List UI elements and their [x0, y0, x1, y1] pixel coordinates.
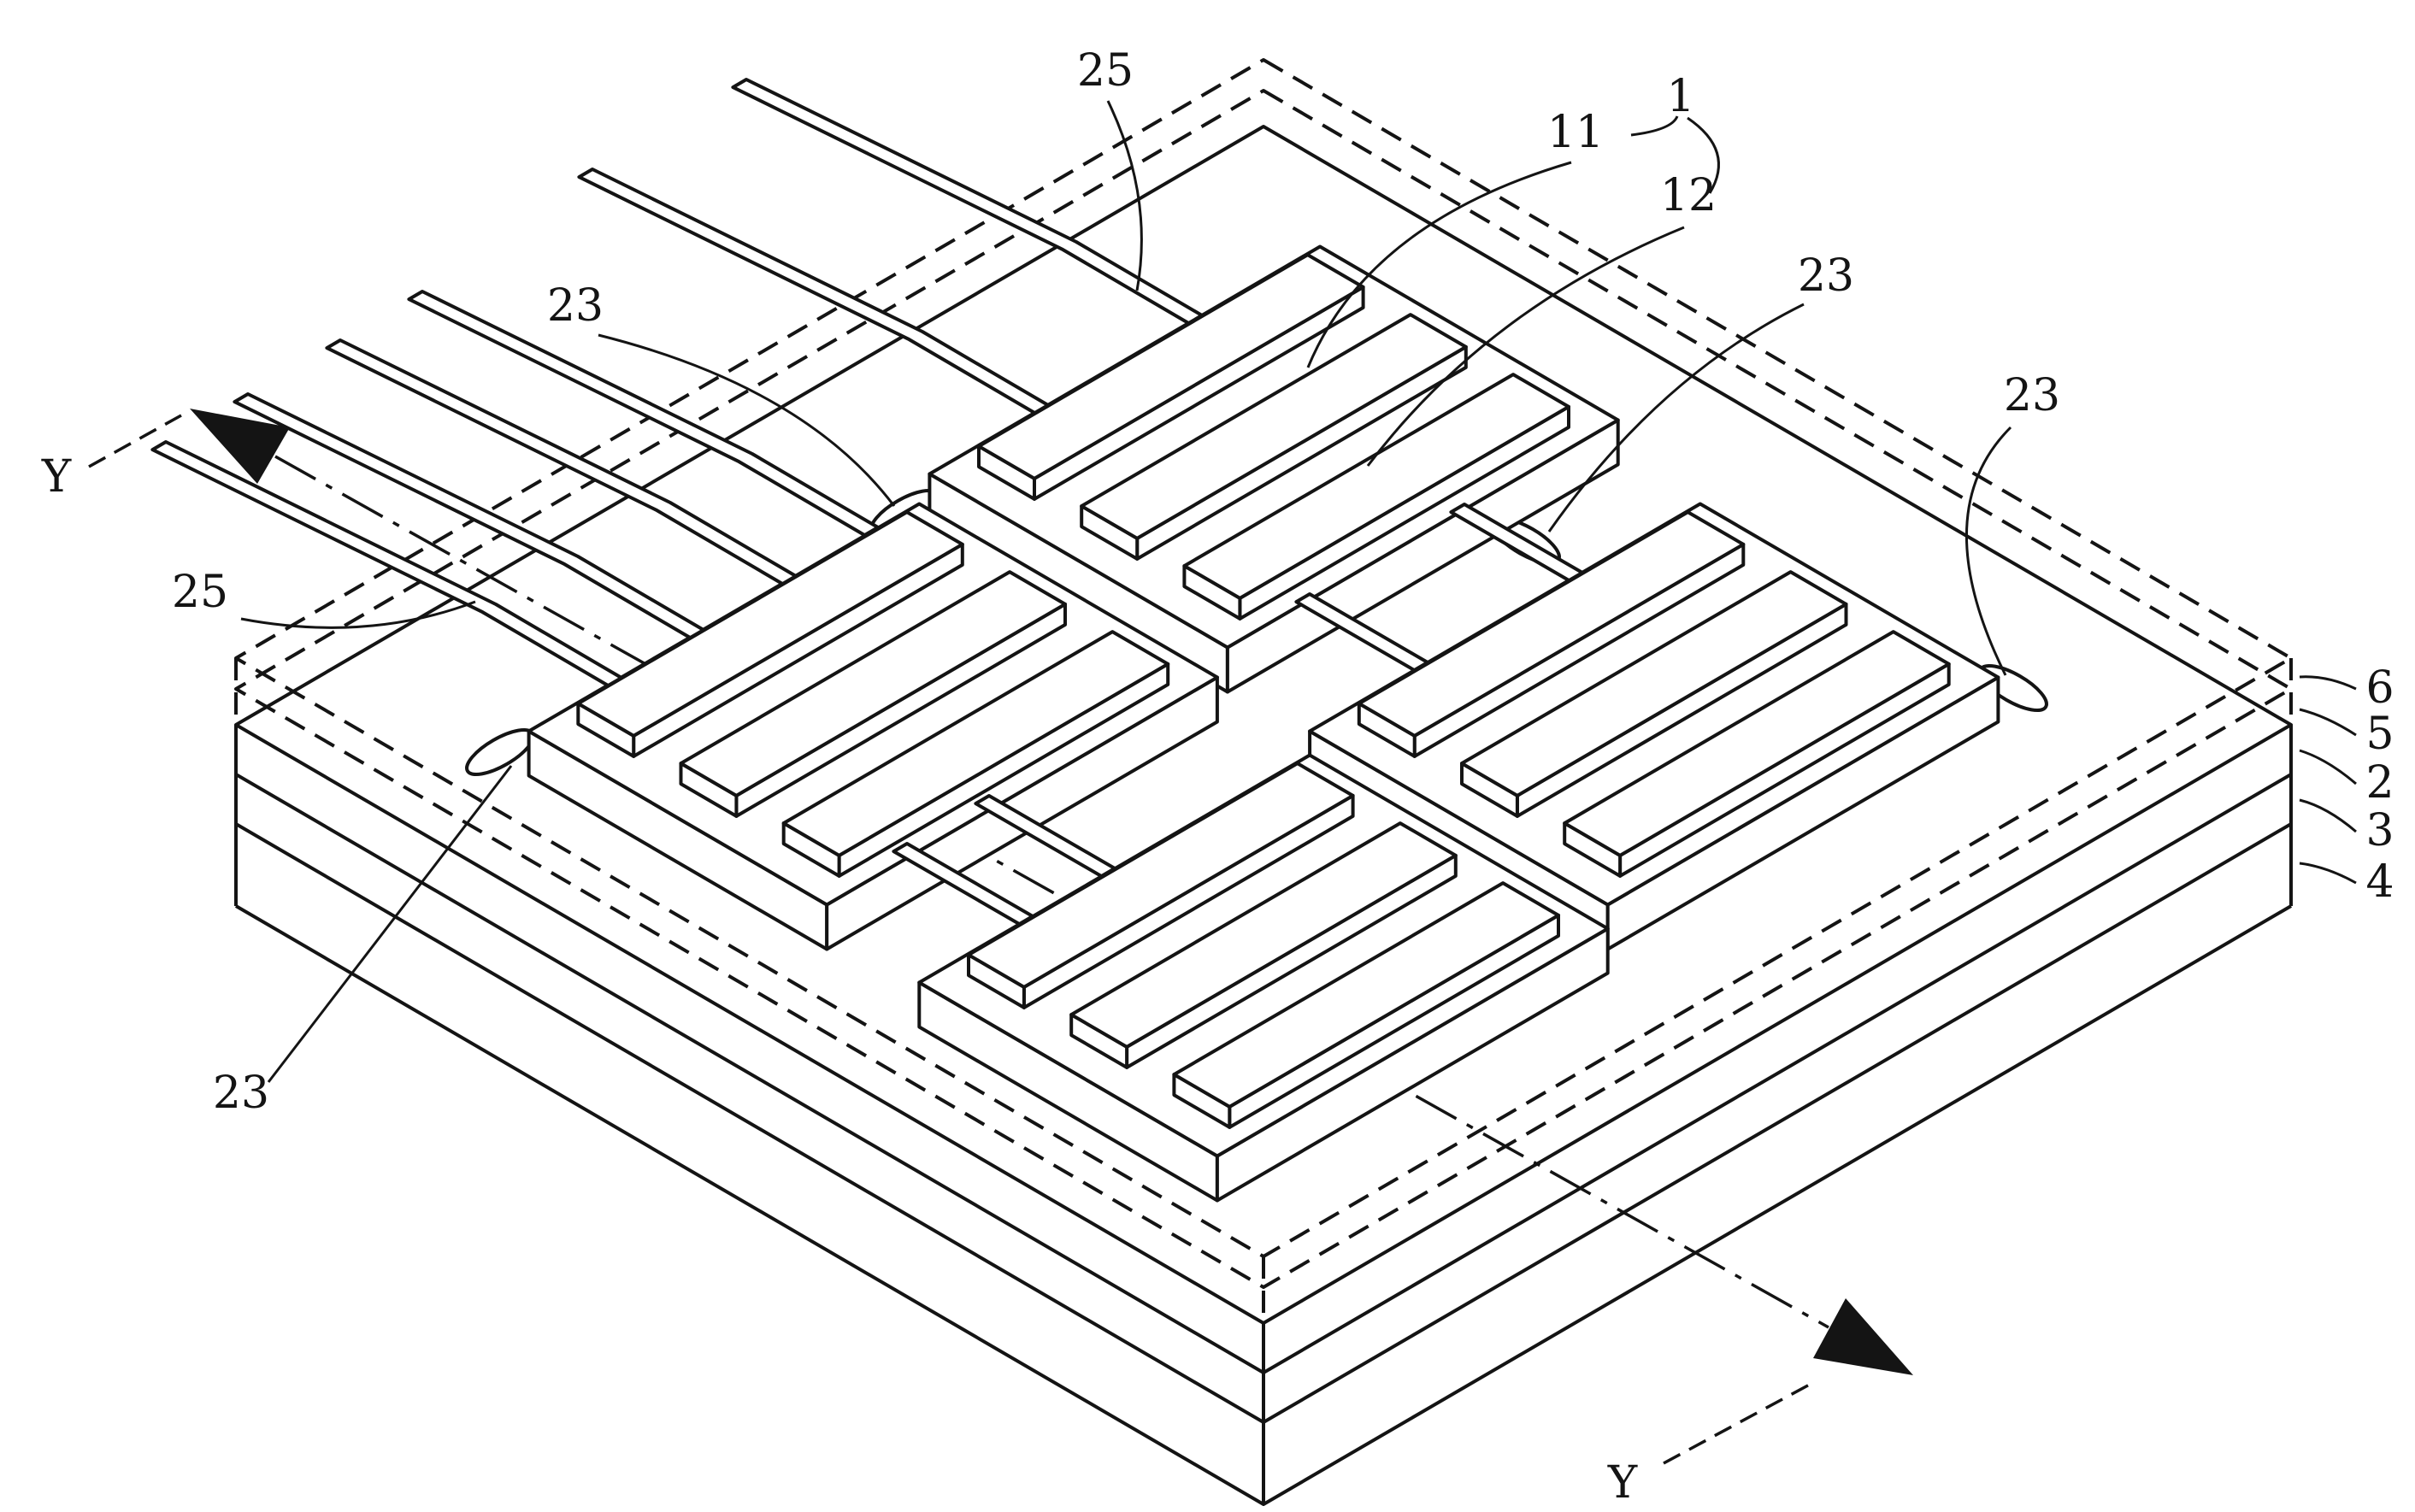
die-connector	[1294, 592, 1429, 673]
die-left-electrode-top	[576, 510, 964, 738]
label-ref-12: 12	[1660, 170, 1717, 221]
label-layer-3: 3	[2365, 805, 2394, 856]
die-back-electrode-top	[1080, 313, 1468, 540]
leader-23-upper-left	[598, 333, 896, 507]
die-left-electrode-top	[781, 630, 1170, 857]
bond-lead	[577, 168, 1050, 415]
leader-12	[1366, 226, 1685, 467]
section-line-tail-upper	[88, 414, 182, 468]
leader-layer-4	[2299, 862, 2357, 885]
section-arrow-lower	[1813, 1298, 1913, 1375]
label-layer-4: 4	[2365, 856, 2394, 908]
die-connector	[974, 794, 1116, 879]
label-section-y-upper: Y	[41, 451, 72, 503]
bond-lead	[150, 440, 623, 688]
label-layer-5: 5	[2365, 709, 2394, 760]
bond-lead	[233, 392, 705, 640]
label-section-y-lower: Y	[1607, 1457, 1638, 1509]
bond-lead	[407, 290, 880, 538]
label-ref-25-top: 25	[1077, 45, 1134, 97]
leader-25-left	[240, 600, 476, 629]
label-ref-23-right: 23	[2004, 370, 2060, 421]
label-ref-11: 11	[1547, 107, 1604, 158]
die-right-electrode-top	[1357, 510, 1746, 738]
section-line-tail-lower	[1663, 1380, 1817, 1465]
figure-geometry	[88, 58, 2293, 1506]
die-front-electrode-top	[1069, 821, 1458, 1049]
label-ref-1: 1	[1666, 71, 1694, 122]
leader-bracket-12-to-1	[1687, 116, 1720, 194]
bond-lead	[325, 338, 798, 586]
leader-layer-6	[2299, 675, 2357, 691]
leader-layer-3	[2299, 798, 2357, 833]
label-ref-23-upper-right: 23	[1798, 250, 1854, 302]
leader-25-top	[1106, 100, 1143, 291]
label-layer-2: 2	[2365, 757, 2394, 809]
leader-11	[1306, 161, 1572, 368]
die-front-electrode-top	[1172, 881, 1560, 1109]
bond-lead	[731, 78, 1204, 326]
die-right-electrode-top	[1563, 630, 1951, 857]
section-line	[274, 455, 1829, 1329]
label-ref-23-upper-left: 23	[547, 280, 604, 332]
die-connector	[1449, 503, 1584, 583]
die-right-electrode-top	[1460, 570, 1848, 797]
leader-23-upper-right	[1547, 303, 1805, 532]
label-ref-25-left: 25	[172, 567, 228, 618]
layer5-phantom-outline	[234, 89, 2293, 1289]
label-ref-23-lower-left: 23	[213, 1068, 269, 1119]
section-arrow-upper	[190, 409, 290, 484]
leader-23-right	[1964, 426, 2012, 676]
die-front-electrode-top	[967, 762, 1355, 989]
reference-labels: 25 1 11 12 23 23 23 25 23 6 5 2 3 4 Y Y	[41, 45, 2394, 1509]
leader-lines	[240, 100, 2357, 1083]
leader-23-lower-left	[267, 765, 513, 1083]
leader-layer-2	[2299, 749, 2357, 785]
die-back-electrode-top	[977, 253, 1365, 480]
die-back-electrode-top	[1182, 373, 1570, 600]
leader-layer-5	[2299, 708, 2357, 737]
die-left-electrode-top	[679, 570, 1067, 797]
label-layer-6: 6	[2365, 662, 2394, 714]
die-connector	[892, 842, 1034, 927]
leader-bracket-11-to-1	[1630, 115, 1679, 137]
